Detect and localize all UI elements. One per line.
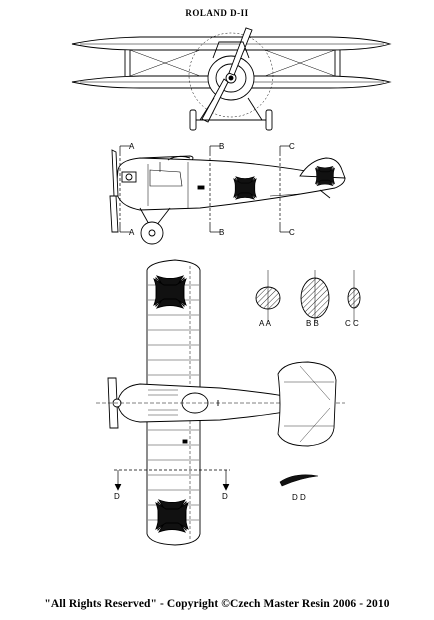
section-label-d-right: D: [222, 492, 228, 501]
top-view: [96, 259, 345, 546]
section-cc-label: C C: [345, 319, 359, 328]
section-label-c-bottom: C: [289, 228, 295, 237]
section-label-a-bottom: A: [129, 228, 135, 237]
section-label-d-left: D: [114, 492, 120, 501]
section-label-a-top: A: [129, 142, 135, 151]
section-label-b-top: B: [219, 142, 224, 151]
section-label-c-top: C: [289, 142, 295, 151]
section-markers-top: [114, 469, 230, 491]
side-view: [109, 149, 346, 245]
section-bb-label: B B: [306, 319, 319, 328]
front-view: [71, 27, 392, 131]
drawing-title: ROLAND D-II: [185, 8, 249, 18]
section-aa-label: A A: [259, 319, 272, 328]
section-label-b-bottom: B: [219, 228, 224, 237]
airfoil-section-dd: [279, 474, 319, 487]
section-markers-side: [119, 145, 290, 233]
section-dd-label: D D: [292, 493, 306, 502]
fuselage-sections: [255, 270, 361, 322]
copyright-notice: "All Rights Reserved" - Copyright ©Czech…: [44, 598, 390, 610]
